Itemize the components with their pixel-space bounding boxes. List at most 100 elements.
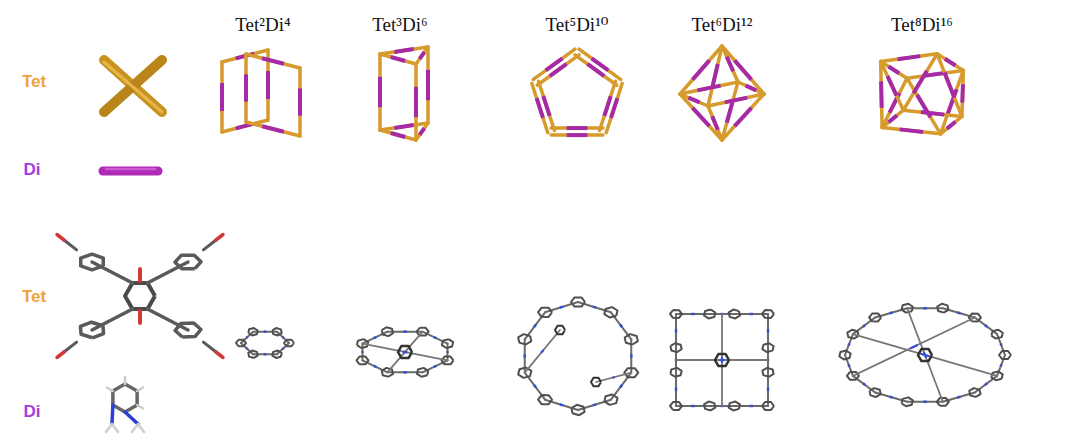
- cage-model: [518, 297, 638, 415]
- nitrogen-atom: [847, 344, 850, 346]
- cage-ring: [357, 357, 369, 365]
- tet-arm: [298, 68, 302, 136]
- tet-arm: [708, 94, 764, 106]
- tet-arm: [246, 54, 300, 68]
- cage-ring: [704, 310, 715, 319]
- imine-link: [241, 332, 253, 343]
- nitrogen-atom: [264, 330, 266, 333]
- tet-arm: [380, 123, 428, 130]
- tet-arm: [680, 94, 708, 106]
- nitrogen-atom: [691, 313, 694, 316]
- tet-arm: [903, 110, 961, 116]
- tet-arm: [579, 49, 621, 79]
- di-linker: [604, 96, 610, 116]
- cage-ring: [870, 388, 881, 397]
- nitrogen-atom: [923, 307, 927, 310]
- di-linker: [697, 86, 720, 91]
- nitrogen-atom: [361, 351, 364, 353]
- core-ring: [555, 326, 565, 335]
- tet-arm: [708, 46, 722, 106]
- nitrogen-atom: [374, 337, 376, 338]
- di-linker: [611, 98, 617, 118]
- tet-arm: [532, 83, 548, 132]
- di-linker: [947, 122, 956, 129]
- cage-ring: [839, 351, 850, 360]
- cage-ring: [284, 340, 294, 346]
- cage-cartoons: [222, 46, 963, 140]
- aryl-bond: [148, 262, 189, 283]
- tet-arm: [881, 62, 882, 128]
- di-linker: [262, 58, 284, 64]
- cage-ring: [869, 314, 881, 322]
- tet-arm: [426, 47, 430, 123]
- aldehyde-bond: [203, 342, 216, 352]
- cage-ring: [991, 330, 1002, 339]
- cage-ring: [272, 351, 281, 358]
- aryl-bond: [92, 309, 133, 330]
- nitrogen-atom: [534, 324, 536, 327]
- tet-arm: [708, 106, 722, 140]
- di-linker: [394, 49, 413, 52]
- cage-ring: [762, 343, 773, 352]
- aldehyde-bond: [64, 342, 77, 352]
- hydrogen-bond: [124, 377, 127, 384]
- tet-arm: [416, 47, 428, 64]
- oxygen-bond: [216, 352, 223, 358]
- cage-ring: [762, 310, 774, 318]
- cage-model: [670, 310, 774, 411]
- cage-ring: [417, 368, 428, 377]
- nitrogen-atom: [691, 405, 694, 408]
- cage-ring: [248, 328, 257, 335]
- cage-ring: [670, 310, 682, 318]
- nitrogen-atom: [403, 371, 407, 374]
- cage-strut: [907, 308, 943, 402]
- core-ring: [918, 349, 932, 361]
- di-linker: [746, 86, 756, 91]
- nitrogen-atom: [863, 383, 865, 385]
- nitrogen-atom: [675, 387, 678, 390]
- di-linker: [391, 133, 405, 137]
- nitrogen-atom: [613, 376, 615, 379]
- tet-arm: [941, 117, 962, 134]
- cage-strut: [363, 344, 448, 361]
- building-block-icons: [103, 60, 162, 171]
- di-linker: [921, 112, 944, 115]
- tet-arm: [941, 70, 964, 133]
- di-linker: [378, 77, 382, 107]
- hydrogen-bond: [137, 388, 143, 392]
- tet-arm: [551, 126, 603, 130]
- oxygen-bond: [138, 311, 142, 323]
- cage-ring: [571, 405, 584, 415]
- nitrogen-atom: [593, 404, 596, 405]
- column-header: Tet⁸Di¹⁶: [891, 15, 953, 36]
- tet-arm: [722, 94, 764, 140]
- hydrogen-bond: [107, 388, 113, 392]
- di-linker: [266, 71, 270, 99]
- tet-arm: [378, 54, 382, 130]
- nitrogen-atom: [847, 364, 850, 366]
- tet-arm: [414, 64, 418, 140]
- nitrogen-atom: [282, 337, 283, 338]
- tet-arm: [680, 46, 722, 94]
- nitrogen-atom: [923, 401, 927, 404]
- tet-icon-arm: [104, 60, 162, 112]
- nitrogen-atom: [560, 404, 563, 405]
- cage-model: [236, 328, 294, 358]
- di-linker: [944, 73, 954, 98]
- core-ring: [398, 346, 412, 358]
- tet-icon-highlight: [104, 62, 162, 112]
- di-linker: [693, 108, 710, 126]
- aryl-bond: [92, 262, 133, 283]
- di-linker: [898, 56, 921, 59]
- nitrogen-atom: [999, 344, 1002, 346]
- imine-link: [362, 344, 364, 361]
- cage-ring: [937, 304, 948, 313]
- tet-arm: [680, 94, 722, 140]
- cage-strut: [676, 359, 768, 361]
- cage-ring: [999, 351, 1011, 359]
- cage-strut: [525, 330, 560, 373]
- di-linker: [420, 52, 425, 59]
